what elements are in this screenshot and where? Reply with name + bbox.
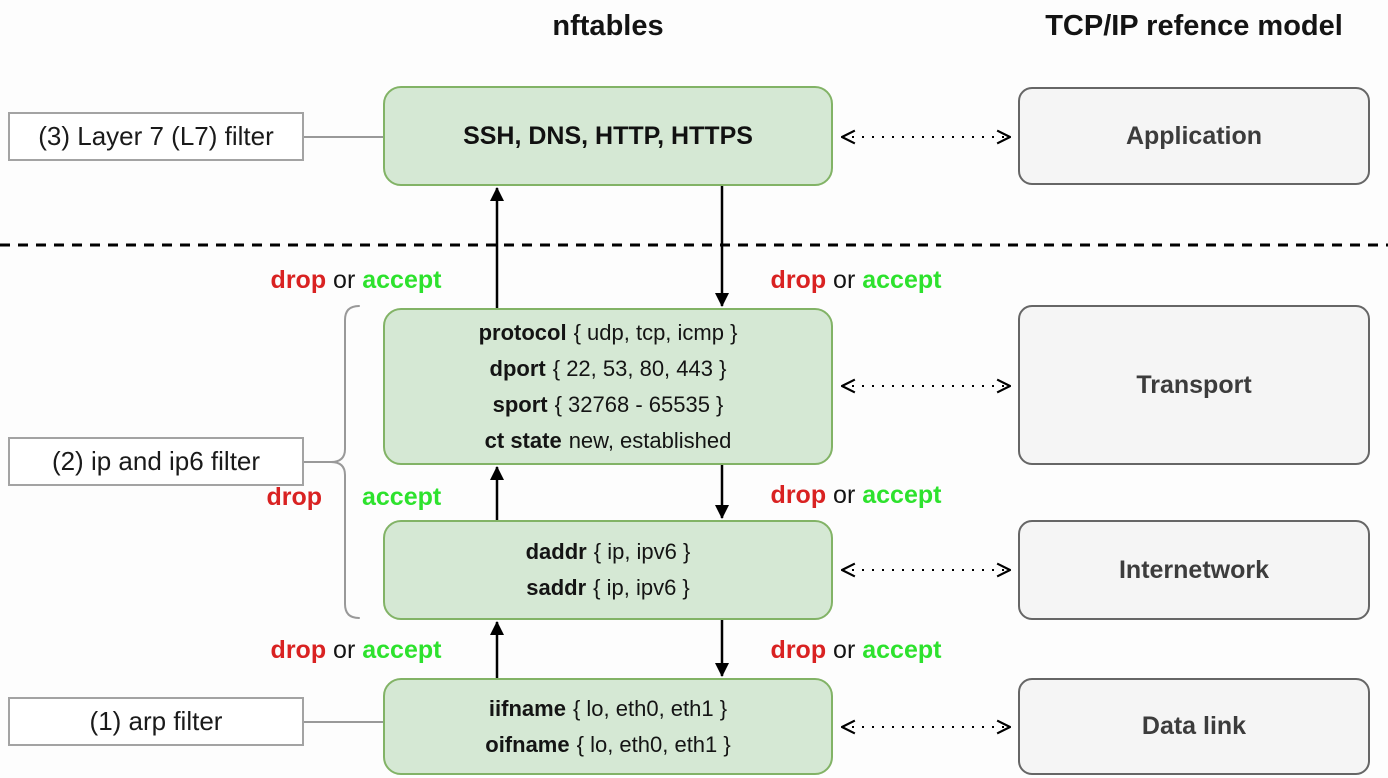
rule-line-sport: sport{ 32768 - 65535 } <box>493 387 724 423</box>
rule-line-oifname: oifname{ lo, eth0, eth1 } <box>485 727 731 763</box>
nftables-column-title: nftables <box>552 10 664 42</box>
drop-word: drop <box>270 266 327 294</box>
ip-filter-brace <box>330 305 360 619</box>
ip-filter-label: (2) ip and ip6 filter <box>51 446 261 476</box>
or-word: or <box>833 266 856 294</box>
rule-line-protocol: protocol{ udp, tcp, icmp } <box>479 315 738 351</box>
l7-filter-label-box: (3) Layer 7 (L7) filter <box>8 112 304 161</box>
accept-word: accept <box>862 636 942 664</box>
or-word: or <box>333 636 356 664</box>
rule-keyword: iifname <box>488 695 566 721</box>
rule-line-saddr: saddr{ ip, ipv6 } <box>526 570 690 606</box>
tcp-datalink-box: Data link <box>1018 678 1370 775</box>
arp-filter-label: (1) arp filter <box>89 706 223 736</box>
tcp-datalink-label: Data link <box>1141 712 1247 740</box>
decision-label-internetwork-inbound: drop or accept <box>216 636 496 665</box>
rule-value: { udp, tcp, icmp } <box>573 319 738 345</box>
rule-value: { ip, ipv6 } <box>593 575 690 600</box>
nft-internetwork-filter-box: daddr{ ip, ipv6 } saddr{ ip, ipv6 } <box>383 520 833 620</box>
rule-keyword: oifname <box>485 731 570 757</box>
rule-keyword: daddr <box>525 539 587 564</box>
decision-label-transport-accept: accept <box>362 483 502 512</box>
decision-label-l7-inbound: drop or accept <box>216 266 496 295</box>
decision-label-transport-outbound: drop or accept <box>716 481 996 510</box>
drop-word: drop <box>270 636 327 664</box>
nft-application-filter-box: SSH, DNS, HTTP, HTTPS <box>383 86 833 186</box>
tcp-application-box: Application <box>1018 87 1370 185</box>
rule-keyword: dport <box>489 355 546 381</box>
tcp-internetwork-box: Internetwork <box>1018 520 1370 620</box>
drop-word: drop <box>266 483 322 511</box>
tcpip-column-title: TCP/IP refence model <box>1045 10 1343 42</box>
or-word: or <box>333 266 356 294</box>
rule-line-iifname: iifname{ lo, eth0, eth1 } <box>489 691 727 727</box>
accept-word: accept <box>862 266 942 294</box>
decision-label-internetwork-outbound: drop or accept <box>716 636 996 665</box>
tcp-transport-box: Transport <box>1018 305 1370 465</box>
tcp-internetwork-label: Internetwork <box>1118 555 1270 584</box>
rule-line-daddr: daddr{ ip, ipv6 } <box>526 534 691 570</box>
ip-filter-label-box: (2) ip and ip6 filter <box>8 437 304 486</box>
rule-keyword: saddr <box>526 575 587 600</box>
drop-word: drop <box>770 266 827 294</box>
rule-keyword: protocol <box>478 319 567 345</box>
decision-label-l7-outbound: drop or accept <box>716 266 996 295</box>
nft-application-filter-text: SSH, DNS, HTTP, HTTPS <box>463 122 753 150</box>
drop-word: drop <box>770 481 827 509</box>
decision-label-transport-drop: drop <box>222 483 322 512</box>
rule-value: { lo, eth0, eth1 } <box>576 731 731 757</box>
rule-keyword: ct state <box>484 427 562 453</box>
l7-filter-label: (3) Layer 7 (L7) filter <box>38 121 274 151</box>
accept-word: accept <box>362 266 442 294</box>
rule-keyword: sport <box>492 391 548 417</box>
rule-value: { 22, 53, 80, 443 } <box>552 355 727 381</box>
drop-word: drop <box>770 636 827 664</box>
nft-transport-filter-box: protocol{ udp, tcp, icmp } dport{ 22, 53… <box>383 308 833 465</box>
rule-value: { ip, ipv6 } <box>593 539 691 564</box>
arp-filter-label-box: (1) arp filter <box>8 697 304 746</box>
nft-datalink-filter-box: iifname{ lo, eth0, eth1 } oifname{ lo, e… <box>383 678 833 775</box>
or-word: or <box>833 481 856 509</box>
tcp-transport-label: Transport <box>1136 370 1252 399</box>
rule-line-dport: dport{ 22, 53, 80, 443 } <box>490 351 727 387</box>
or-word: or <box>833 636 856 664</box>
rule-value: { lo, eth0, eth1 } <box>572 695 728 721</box>
rule-value: { 32768 - 65535 } <box>554 391 724 417</box>
accept-word: accept <box>362 636 442 664</box>
accept-word: accept <box>362 483 442 511</box>
tcp-application-label: Application <box>1125 121 1263 150</box>
accept-word: accept <box>862 481 942 509</box>
rule-value: new, established <box>568 427 732 453</box>
